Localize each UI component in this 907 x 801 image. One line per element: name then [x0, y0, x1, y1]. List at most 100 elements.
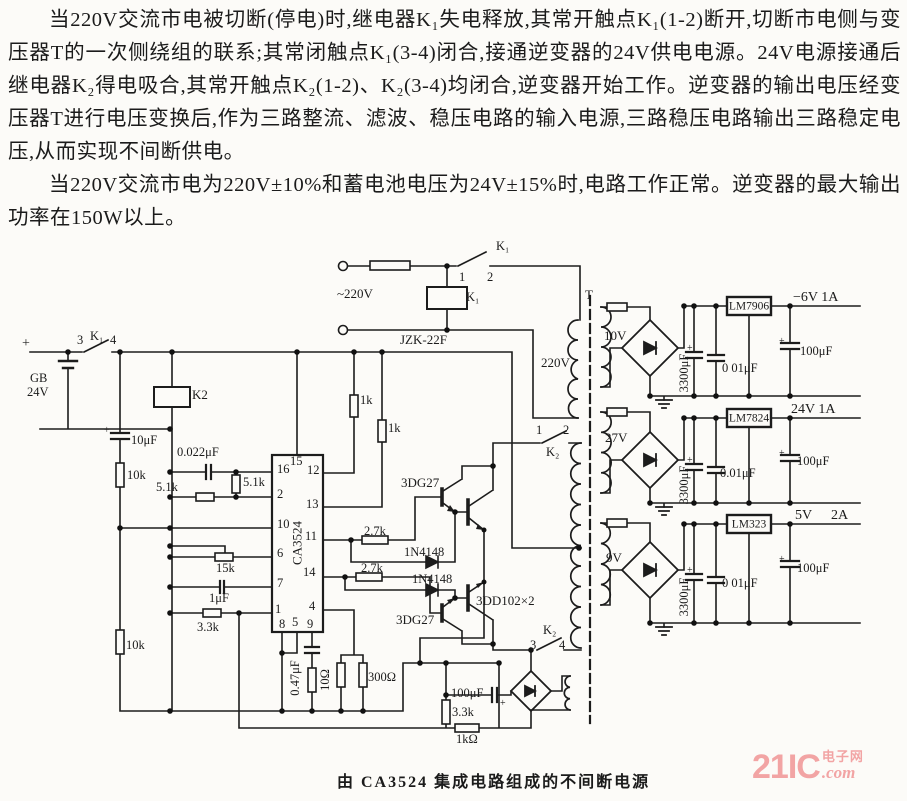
- schematic-label: +: [687, 343, 693, 354]
- transistor-label: 3DG27: [396, 612, 435, 627]
- schematic-label: 3.3k: [452, 705, 474, 719]
- relay-coils: [153, 286, 468, 408]
- schematic-label: 1kΩ: [456, 732, 478, 746]
- battery-symbol: [57, 359, 79, 370]
- battery-label: GB: [30, 371, 48, 385]
- watermark-cn: 电子网: [821, 749, 864, 764]
- schematic-label: 4: [559, 638, 566, 652]
- transformer-windings: [563, 294, 612, 725]
- schematic-label: 3300μF: [676, 353, 691, 393]
- output-label: 2A: [831, 508, 849, 523]
- ic-part-label: CA3524: [289, 520, 305, 566]
- regulator-label: LM7824: [728, 412, 770, 425]
- relay-model-label: JZK-22F: [400, 332, 447, 347]
- paragraph-1: 当220V交流市电被切断(停电)时,继电器K₁失电释放,其常开触点K₁(1-2)…: [8, 9, 901, 163]
- fuse: [606, 302, 628, 312]
- schematic-label: K₂: [543, 623, 557, 637]
- ic-pin-label: 12: [307, 463, 320, 477]
- schematic-label: 0.022μF: [177, 445, 219, 459]
- wires: [29, 250, 861, 729]
- schematic-label: 3: [530, 638, 537, 652]
- schematic-label: 1k: [360, 393, 373, 407]
- fuse: [606, 407, 628, 417]
- ic-pin-label: 11: [305, 529, 318, 543]
- capacitors: [109, 341, 801, 704]
- fuse: [369, 260, 411, 271]
- ic-pin-label: 2: [277, 487, 284, 501]
- schematic-label: 0 01μF: [722, 361, 758, 375]
- schematic-label: 0.47μF: [287, 660, 302, 696]
- watermark-column: 电子网 .com: [822, 750, 864, 781]
- ic-pin-label: 7: [277, 576, 284, 590]
- schematic-label: 10μF: [131, 433, 158, 447]
- relay-k1-coil: [426, 286, 468, 310]
- ac-input-label: ~220V: [337, 286, 373, 301]
- transistor-bars: [440, 487, 470, 623]
- schematic-label: 10k: [127, 468, 146, 482]
- schematic-label: +: [22, 336, 30, 351]
- schematic-label: 100μF: [800, 344, 833, 358]
- schematic-label: K₂: [546, 445, 560, 459]
- schematic-label: 1k: [388, 421, 401, 435]
- schematic-label: 2.7k: [361, 561, 383, 575]
- schematic-label: +: [779, 336, 785, 347]
- schematic-label: 2: [487, 270, 494, 284]
- watermark: 21IC 电子网 .com: [752, 750, 864, 784]
- schematic-label: 5.1k: [156, 480, 178, 494]
- schematic-label: 10k: [126, 638, 145, 652]
- schematic-label: +: [500, 698, 506, 709]
- transistor-label: 3DG27: [401, 475, 440, 490]
- schematic-label: +: [779, 554, 785, 565]
- transformer-label: T: [585, 287, 593, 302]
- schematic-label: 1: [459, 270, 466, 284]
- winding-voltage-label: 10V: [604, 328, 627, 343]
- schematic-label: +: [687, 455, 693, 466]
- schematic-label: 100μF: [451, 686, 484, 700]
- relay-coil-label: K2: [192, 387, 208, 402]
- regulator-boxes: [725, 295, 773, 535]
- schematic-label: 2.7k: [364, 524, 386, 538]
- battery-voltage-label: 24V: [27, 385, 49, 399]
- schematic-label: +: [779, 448, 785, 459]
- schematic-label: 1N4148: [412, 572, 453, 586]
- schematic-label: 3300μF: [676, 577, 691, 617]
- ic-pin-label: 8: [279, 617, 286, 631]
- ic-pin-label: 10: [277, 517, 290, 531]
- ground-symbols: [655, 399, 673, 636]
- ic-pin-label: 4: [309, 599, 316, 613]
- ic-pin-label: 6: [277, 546, 284, 560]
- schematic-label: 15k: [216, 561, 235, 575]
- diodes: [425, 554, 440, 598]
- relay-k2-coil: [153, 386, 191, 408]
- winding-voltage-label: 27V: [605, 430, 628, 445]
- schematic-label: +: [687, 565, 693, 576]
- watermark-com: .com: [821, 763, 856, 782]
- schematic-label: 3: [77, 333, 84, 347]
- ic-pin-label: 15: [290, 454, 303, 468]
- schematic-label: 0 01μF: [722, 576, 758, 590]
- schematic-label: 10Ω: [317, 669, 332, 691]
- ac-terminals: [337, 260, 349, 336]
- schematic-label: 1: [536, 423, 543, 437]
- schematic-label: 2: [563, 423, 570, 437]
- regulator-label: LM7906: [728, 300, 770, 313]
- junction-dots: [65, 263, 793, 714]
- winding-voltage-label: 9V: [606, 550, 622, 565]
- fuse: [606, 518, 628, 528]
- schematic-label: 220V: [541, 355, 570, 370]
- ic-pin-label: 16: [277, 462, 290, 476]
- schematic-label: 3.3k: [197, 620, 219, 634]
- schematic-label: 4: [110, 333, 117, 347]
- schematic-label: 300Ω: [368, 670, 397, 684]
- figure-caption: 由 CA3524 集成电路组成的不间断电源: [337, 774, 651, 791]
- output-label: 24V 1A: [791, 402, 836, 417]
- watermark-brand: 21IC: [752, 748, 821, 786]
- ic-pin-label: 13: [306, 497, 319, 511]
- ic-pin-label: 9: [307, 617, 314, 631]
- relay-coil-label: K₁: [466, 290, 480, 304]
- ic-pin-label: 1: [275, 602, 282, 616]
- schematic-label: K₁: [90, 329, 104, 343]
- ic-ca3524-body: [270, 453, 325, 634]
